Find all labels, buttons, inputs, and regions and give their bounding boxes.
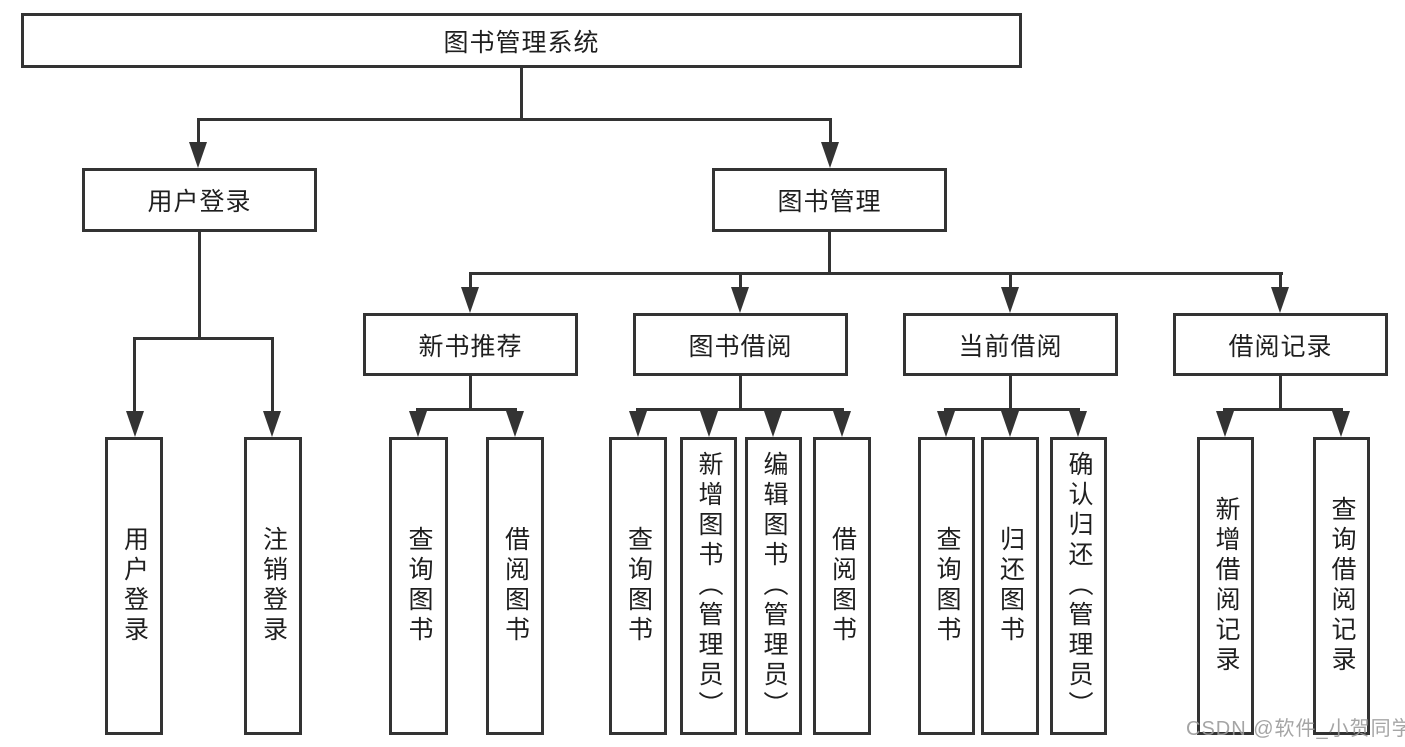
node-new-book-recommend: 新书推荐	[363, 313, 578, 376]
leaf-query-borrow-record-label: 查询借阅记录	[1328, 496, 1356, 676]
arrow-down-icon	[1216, 411, 1234, 437]
leaf-borrow-books: 借阅图书	[813, 437, 871, 735]
node-book-management-label: 图书管理	[777, 188, 882, 216]
node-borrowing-records-label: 借阅记录	[1228, 332, 1333, 361]
arrow-down-icon	[1001, 411, 1019, 437]
arrow-down-icon	[189, 142, 207, 168]
leaf-confirm-return-admin-label: 确认归还（管理员）	[1065, 451, 1093, 721]
csdn-watermark: CSDN @软件_小贺同学	[1186, 718, 1405, 740]
node-book-borrowing: 图书借阅	[633, 313, 848, 376]
connector-line	[1009, 376, 1012, 408]
node-borrowing-records: 借阅记录	[1173, 313, 1388, 376]
leaf-add-books-admin-label: 新增图书（管理员）	[695, 451, 723, 721]
arrow-down-icon	[263, 411, 281, 437]
leaf-query-books-label: 查询图书	[624, 526, 653, 646]
connector-line	[197, 118, 200, 144]
leaf-borrow-books-label: 借阅图书	[501, 526, 530, 646]
leaf-query-books: 查询图书	[389, 437, 448, 735]
connector-line	[469, 376, 472, 408]
node-root-label: 图书管理系统	[443, 28, 600, 57]
leaf-add-books-admin: 新增图书（管理员）	[680, 437, 737, 735]
arrow-down-icon	[764, 411, 782, 437]
node-current-borrowing: 当前借阅	[903, 313, 1118, 376]
connector-line	[739, 272, 742, 288]
connector-line	[1279, 376, 1282, 408]
connector-line	[197, 118, 831, 121]
connector-line	[1279, 272, 1282, 288]
connector-line	[944, 408, 1080, 411]
leaf-user-login-label: 用户登录	[120, 526, 149, 646]
arrow-down-icon	[821, 142, 839, 168]
leaf-user-login: 用户登录	[105, 437, 163, 735]
arrow-down-icon	[1271, 287, 1289, 313]
arrow-down-icon	[1332, 411, 1350, 437]
connector-line	[829, 118, 832, 144]
connector-line	[133, 337, 136, 413]
node-book-borrowing-label: 图书借阅	[688, 332, 793, 361]
arrow-down-icon	[409, 411, 427, 437]
connector-line	[469, 272, 1283, 275]
leaf-query-books: 查询图书	[918, 437, 975, 735]
connector-line	[828, 232, 831, 272]
node-new-book-recommend-label: 新书推荐	[418, 332, 523, 361]
connector-line	[416, 408, 517, 411]
leaf-return-books: 归还图书	[981, 437, 1039, 735]
leaf-query-books-label: 查询图书	[405, 526, 433, 646]
leaf-logout-label: 注销登录	[259, 526, 288, 646]
connector-line	[271, 337, 274, 413]
leaf-borrow-books: 借阅图书	[486, 437, 544, 735]
node-user-login: 用户登录	[82, 168, 317, 232]
node-current-borrowing-label: 当前借阅	[958, 332, 1063, 361]
arrow-down-icon	[461, 287, 479, 313]
leaf-query-borrow-record: 查询借阅记录	[1313, 437, 1370, 735]
node-user-login-label: 用户登录	[147, 188, 252, 216]
arrow-down-icon	[833, 411, 851, 437]
arrow-down-icon	[700, 411, 718, 437]
leaf-add-borrow-record: 新增借阅记录	[1197, 437, 1254, 735]
leaf-edit-books-admin-label: 编辑图书（管理员）	[760, 451, 788, 721]
leaf-return-books-label: 归还图书	[996, 526, 1025, 646]
connector-line	[1009, 272, 1012, 288]
arrow-down-icon	[937, 411, 955, 437]
connector-line	[133, 337, 274, 340]
node-root: 图书管理系统	[21, 13, 1022, 68]
leaf-logout: 注销登录	[244, 437, 302, 735]
connector-line	[739, 376, 742, 408]
node-book-management: 图书管理	[712, 168, 947, 232]
leaf-add-borrow-record-label: 新增借阅记录	[1212, 496, 1240, 676]
connector-line	[469, 272, 472, 288]
leaf-query-books-label: 查询图书	[933, 526, 961, 646]
arrow-down-icon	[1001, 287, 1019, 313]
connector-line	[1223, 408, 1343, 411]
connector-line	[198, 232, 201, 337]
leaf-edit-books-admin: 编辑图书（管理员）	[745, 437, 802, 735]
arrow-down-icon	[506, 411, 524, 437]
leaf-confirm-return-admin: 确认归还（管理员）	[1050, 437, 1107, 735]
connector-line	[520, 68, 523, 118]
arrow-down-icon	[126, 411, 144, 437]
arrow-down-icon	[629, 411, 647, 437]
arrow-down-icon	[1069, 411, 1087, 437]
connector-line	[636, 408, 844, 411]
arrow-down-icon	[731, 287, 749, 313]
leaf-query-books: 查询图书	[609, 437, 667, 735]
leaf-borrow-books-label: 借阅图书	[828, 526, 857, 646]
